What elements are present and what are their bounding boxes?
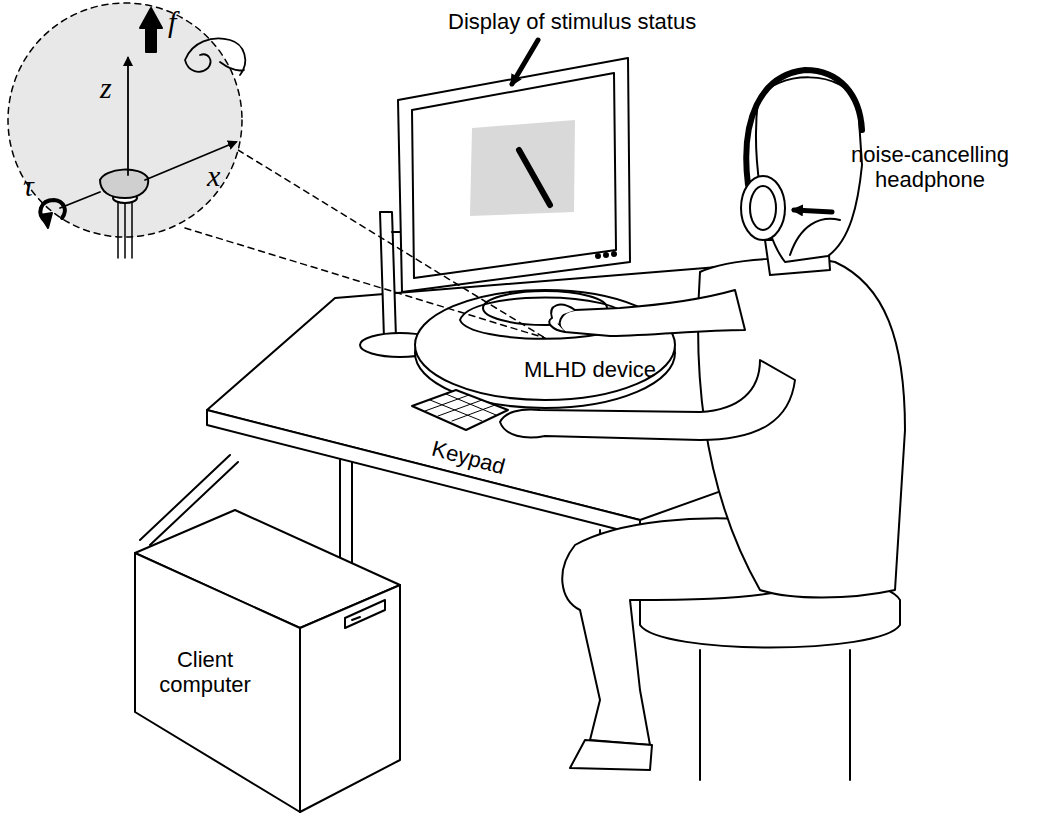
axis-label: z: [100, 71, 112, 105]
node-text: Client computer: [140, 647, 270, 698]
computer-case: Client computer: [140, 632, 270, 712]
headphone-callout: noise-cancelling headphone: [830, 143, 1030, 192]
node-text: MLHD device: [524, 357, 656, 382]
axis-label: x: [207, 159, 220, 193]
display-callout: Display of stimulus status: [448, 10, 696, 35]
device-base: MLHD device: [505, 352, 675, 388]
torque-symbol: τ: [23, 169, 34, 203]
force-symbol: f: [168, 5, 176, 39]
